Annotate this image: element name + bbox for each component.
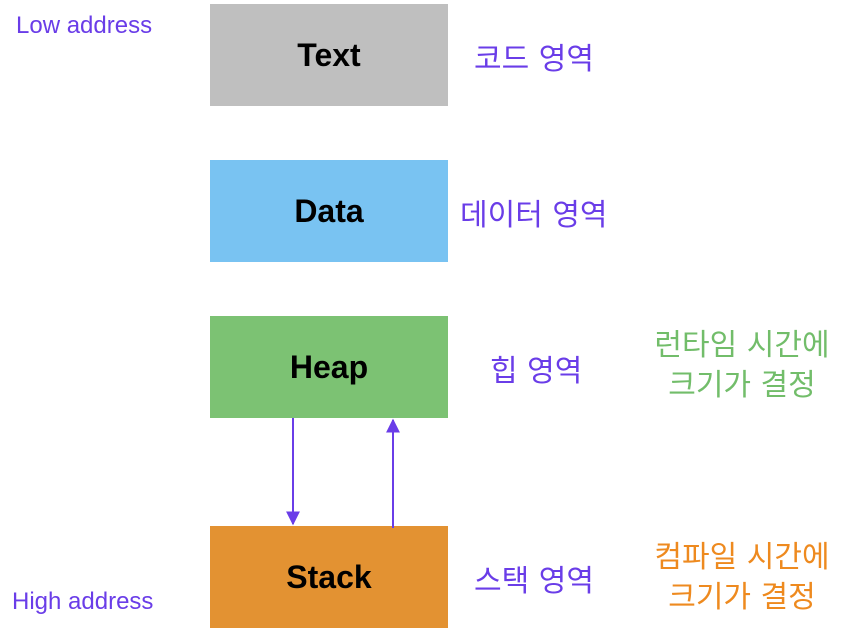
stack-segment-label: Stack xyxy=(286,558,372,595)
heap-note-line-1: 런타임 시간에 xyxy=(654,328,830,363)
stack-region-label: 스택 영역 xyxy=(474,564,594,599)
data-region-label: 데이터 영역 xyxy=(460,198,608,233)
heap-segment: Heap xyxy=(210,316,448,418)
high-address-label: High address xyxy=(12,588,154,615)
text-segment-label: Text xyxy=(297,36,361,73)
heap-note-line-2: 크기가 결정 xyxy=(668,368,816,403)
low-address-label: Low address xyxy=(16,12,153,39)
heap-segment-label: Heap xyxy=(289,348,369,385)
text-segment: Text xyxy=(210,4,448,106)
stack-note-line-1: 컴파일 시간에 xyxy=(654,540,830,575)
data-segment-label: Data xyxy=(294,192,364,229)
stack-size-note: 컴파일 시간에 크기가 결정 xyxy=(644,538,840,618)
text-region-label: 코드 영역 xyxy=(474,42,594,77)
stack-note-line-2: 크기가 결정 xyxy=(668,580,816,615)
stack-segment: Stack xyxy=(210,526,448,628)
data-segment: Data xyxy=(210,160,448,262)
heap-region-label: 힙 영역 xyxy=(490,354,583,389)
heap-size-note: 런타임 시간에 크기가 결정 xyxy=(644,326,840,406)
